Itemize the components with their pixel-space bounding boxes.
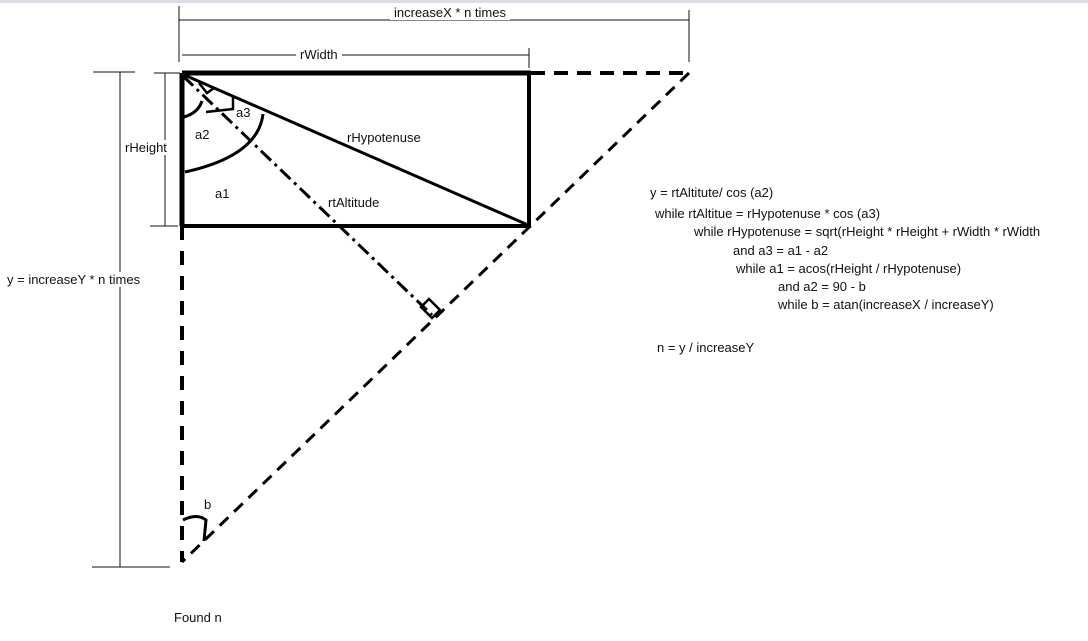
width-dimension-label: rWidth <box>296 47 342 62</box>
found-n-label: Found n <box>174 610 222 625</box>
angle-b-label: b <box>204 497 212 512</box>
hypotenuse-line <box>181 72 529 227</box>
altitude-line <box>181 74 434 317</box>
hypotenuse-label: rHypotenuse <box>347 130 421 145</box>
formula-line-5: while a1 = acos(rHeight / rHypotenuse) <box>736 261 962 276</box>
formula-line-4: and a3 = a1 - a2 <box>733 243 829 258</box>
altitude-label: rtAltitude <box>326 195 382 210</box>
left-dimension-line <box>92 71 170 568</box>
formula-line-1: y = rtAltitute/ cos (a2) <box>650 185 774 200</box>
angle-a2-label: a2 <box>195 127 210 142</box>
top-dimension-label: increaseX * n times <box>390 5 510 20</box>
formula-line-7: while b = atan(increaseX / increaseY) <box>778 297 994 312</box>
rectangle <box>179 70 531 228</box>
formula-line-3: while rHypotenuse = sqrt(rHeight * rHeig… <box>694 224 1041 239</box>
angle-a1-label: a1 <box>215 186 230 201</box>
formula-line-2: while rtAltitue = rHypotenuse * cos (a3) <box>655 206 881 221</box>
top-dimension-line <box>178 6 690 62</box>
formula-result: n = y / increaseY <box>657 340 755 355</box>
big-triangle-dashed <box>180 71 691 564</box>
left-dimension-label: y = increaseY * n times <box>5 272 143 287</box>
angle-b-arc <box>182 515 208 542</box>
width-dimension-line <box>182 48 530 68</box>
formula-line-6: and a2 = 90 - b <box>778 279 866 294</box>
angle-arcs <box>183 82 265 174</box>
window-top-edge <box>0 0 1088 3</box>
angle-a3-label: a3 <box>236 105 251 120</box>
right-angle-marker-altitude <box>419 297 442 320</box>
height-dimension-label: rHeight <box>121 140 171 155</box>
